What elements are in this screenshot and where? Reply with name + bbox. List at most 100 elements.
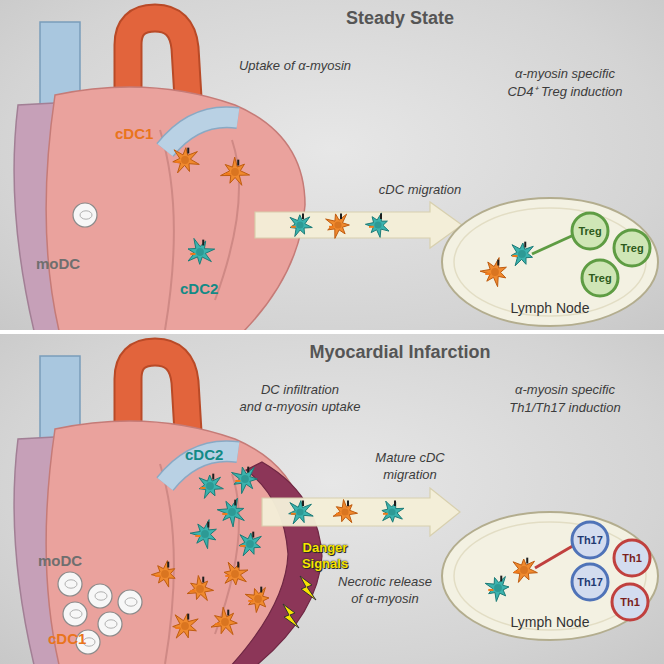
- antigen-mark: [302, 501, 304, 506]
- cell-type-label: moDC: [38, 552, 82, 570]
- cell-type-label: cDC2: [185, 446, 223, 464]
- antigen-mark: [340, 214, 342, 219]
- figure-panel: Myocardial InfarctionLymph NodeTh17Th1Th…: [0, 334, 664, 664]
- dendritic-cell: [511, 243, 533, 266]
- cell-label: Th17: [577, 535, 603, 546]
- antigen-mark: [175, 161, 180, 163]
- dendritic-cell: [211, 607, 237, 634]
- migration-arrow: [255, 202, 462, 248]
- cell-type-label: cDC1: [115, 125, 153, 143]
- annotation-text: migration: [383, 467, 436, 483]
- dendritic-cell: [326, 214, 350, 239]
- antigen-mark: [369, 226, 374, 228]
- cell-nucleus: [181, 156, 189, 164]
- dendritic-cell: [232, 467, 258, 494]
- antigen-mark: [291, 226, 296, 228]
- cell-nucleus: [246, 540, 254, 548]
- antigen-mark: [512, 255, 517, 257]
- dendritic-cell: [289, 501, 314, 524]
- cell-nucleus: [231, 168, 239, 176]
- antigen-mark: [200, 487, 205, 489]
- cell-label: Th1: [622, 553, 642, 564]
- th17-cell-outline: [572, 522, 608, 558]
- antigen-mark: [291, 513, 296, 515]
- annotation-text: α-myosin specific: [515, 66, 615, 82]
- antigen-mark: [202, 240, 204, 246]
- cell-nucleus: [518, 250, 526, 258]
- th17-cell-outline: [572, 564, 608, 600]
- treg-cell: Treg: [580, 258, 620, 298]
- antigen-mark: [222, 513, 227, 515]
- treg-cell-outline: [572, 213, 608, 249]
- cell-type-label: cDC1: [48, 630, 86, 648]
- dendritic-cell: [239, 533, 261, 556]
- treg-cell-outline: [582, 260, 618, 296]
- coronary-vessel: [215, 474, 239, 634]
- dendritic-cell: [224, 562, 248, 585]
- cell-nucleus: [80, 211, 92, 219]
- dendritic-cell: [221, 157, 250, 185]
- cell-nucleus: [296, 221, 303, 228]
- cell-nucleus: [231, 570, 239, 578]
- monocyte-cell: [118, 590, 142, 614]
- antigen-mark: [336, 513, 341, 515]
- antigen-mark: [237, 160, 239, 166]
- antigen-mark: [190, 253, 195, 255]
- cell-label: Treg: [588, 273, 611, 284]
- cell-type-label: moDC: [36, 255, 80, 273]
- th1-cell-outline: [612, 584, 648, 620]
- antigen-mark: [187, 148, 189, 154]
- antigen-mark: [240, 545, 245, 547]
- panel-heading: Steady State: [346, 8, 454, 30]
- dendritic-cell: [199, 475, 223, 498]
- treg-cell: Treg: [570, 211, 610, 251]
- dendritic-cell: [245, 588, 269, 613]
- antigen-mark: [167, 562, 169, 568]
- antigen-mark: [187, 614, 189, 620]
- cell-nucleus: [388, 508, 395, 515]
- antigen-mark: [215, 623, 220, 625]
- th17-cell: Th17: [570, 520, 610, 560]
- dendritic-cell: [151, 561, 175, 588]
- antigen-mark: [195, 535, 200, 537]
- monocyte-cell: [58, 572, 82, 596]
- antigen-mark: [227, 610, 229, 616]
- cell-nucleus: [161, 570, 169, 578]
- cell-nucleus: [206, 482, 214, 490]
- antigen-mark: [234, 500, 236, 506]
- danger-bolt: [300, 576, 316, 600]
- dendritic-cell: [217, 498, 244, 527]
- cell-nucleus: [70, 610, 82, 618]
- dendritic-cell: [480, 258, 506, 287]
- annotation-text: Necrotic release: [338, 574, 432, 590]
- antigen-mark: [207, 522, 209, 528]
- cell-nucleus: [65, 580, 77, 588]
- dendritic-cell: [190, 520, 216, 549]
- monocyte-cell: [98, 612, 122, 636]
- ventricle: [46, 87, 305, 330]
- annotation-text: Th1/Th17 induction: [509, 400, 620, 416]
- cell-label: Treg: [578, 226, 601, 237]
- antigen-mark: [235, 480, 240, 482]
- lymph-node-label: Lymph Node: [440, 300, 660, 317]
- antigen-mark: [225, 575, 230, 577]
- antigen-mark: [302, 214, 304, 219]
- antigen-mark: [485, 273, 490, 275]
- antigen-mark: [247, 467, 249, 473]
- cell-nucleus: [181, 622, 189, 630]
- th1-cell: Th1: [610, 582, 650, 622]
- antigen-mark: [488, 589, 493, 591]
- antigen-mark: [526, 558, 528, 564]
- danger-label: Signals: [302, 556, 348, 572]
- annotation-text: of α-myosin: [351, 591, 418, 607]
- dendritic-cell: [290, 215, 312, 237]
- annotation-text: Uptake of α-myosin: [239, 58, 351, 74]
- annotation-text: DC infiltration: [261, 382, 339, 398]
- cell-nucleus: [520, 566, 528, 574]
- antigen-mark: [252, 532, 254, 538]
- lymph-node: Lymph NodeTregTregTreg: [440, 196, 660, 328]
- cell-nucleus: [196, 585, 204, 593]
- cell-nucleus: [334, 221, 341, 228]
- antigen-mark: [347, 501, 349, 506]
